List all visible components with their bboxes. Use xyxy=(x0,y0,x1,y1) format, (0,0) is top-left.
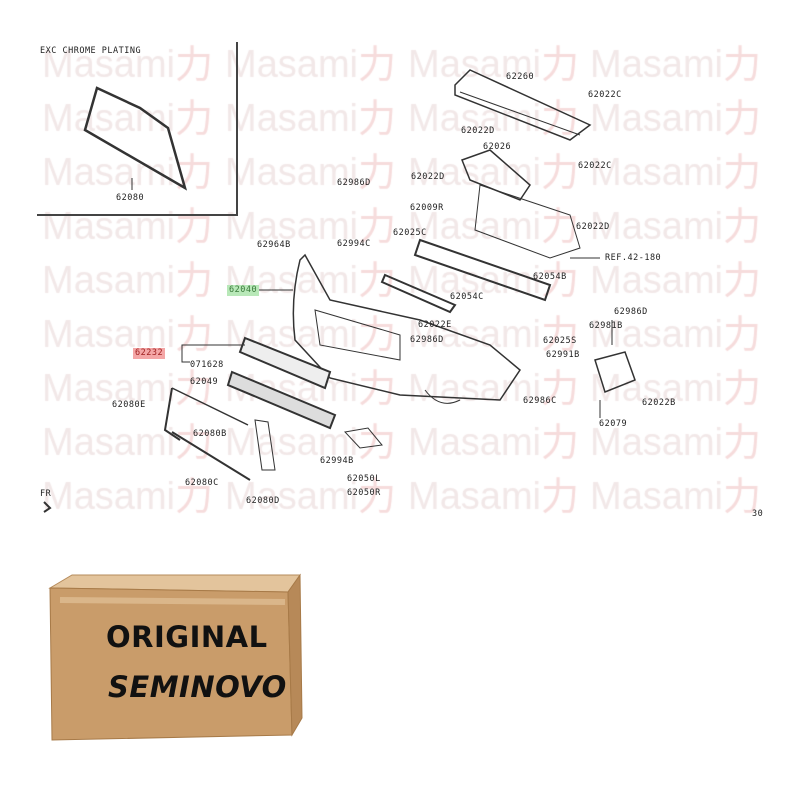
part-label: 62079 xyxy=(599,419,628,429)
part-label: 62022D xyxy=(576,222,610,232)
part-label: 62080D xyxy=(246,496,280,506)
part-label: 62080B xyxy=(193,429,227,439)
molding-e-part xyxy=(163,387,181,441)
part-label: 62991B xyxy=(546,350,580,360)
part-label: 62054B xyxy=(533,272,567,282)
part-label: 62964B xyxy=(257,240,291,250)
fr-arrow-icon xyxy=(43,501,52,513)
part-label: 62994B xyxy=(320,456,354,466)
part-label-highlighted: 62232 xyxy=(133,348,166,359)
part-label-highlighted: 62040 xyxy=(227,285,260,296)
lower-grille-part xyxy=(238,336,332,390)
bumper-part xyxy=(292,253,521,401)
part-label: 62022E xyxy=(418,320,452,330)
part-label: 62986C xyxy=(523,396,557,406)
support-panel-part xyxy=(474,184,581,259)
part-label: 62022C xyxy=(588,90,622,100)
part-label: 62986D xyxy=(337,178,371,188)
molding-d-part xyxy=(254,419,276,471)
page-number: 30 xyxy=(752,509,764,519)
part-label: 62022D xyxy=(461,126,495,136)
ref-label: REF.42-180 xyxy=(605,253,662,263)
part-label: 62049 xyxy=(190,377,219,387)
part-label: 62050L xyxy=(347,474,381,484)
grille-insert-part xyxy=(226,370,337,430)
part-label: 62022D xyxy=(411,172,445,182)
grille-frame-part xyxy=(83,86,188,191)
part-label: 62054C xyxy=(450,292,484,302)
part-label: 62050R xyxy=(347,488,381,498)
inset-title: EXC CHROME PLATING xyxy=(40,46,142,56)
upper-cover-part xyxy=(454,69,592,141)
part-label: 62986D xyxy=(614,307,648,317)
bracket-part xyxy=(461,149,531,201)
fog-cover-part xyxy=(344,427,383,449)
part-label: 62022B xyxy=(642,398,676,408)
part-label: 62986D xyxy=(410,335,444,345)
part-label: 62022C xyxy=(578,161,612,171)
part-label: 62009R xyxy=(410,203,444,213)
fender-bracket-part xyxy=(594,351,636,393)
box-label-original: ORIGINAL xyxy=(106,620,268,654)
molding-c-part xyxy=(171,431,251,481)
part-label: 62080C xyxy=(185,478,219,488)
part-label: 62994C xyxy=(337,239,371,249)
watermark-layer xyxy=(0,0,800,540)
part-label: 62080E xyxy=(112,400,146,410)
inset-frame xyxy=(37,42,238,216)
part-label: 62981B xyxy=(589,321,623,331)
absorber-part xyxy=(380,273,457,314)
part-label: 62025S xyxy=(543,336,577,346)
part-label: 62260 xyxy=(506,72,535,82)
box-label-seminovo: SEMINOVO xyxy=(108,670,287,704)
part-label: 62025C xyxy=(393,228,427,238)
front-direction-label: FR xyxy=(40,489,52,499)
part-label: 62080 xyxy=(116,193,145,203)
part-label: 071628 xyxy=(190,360,224,370)
part-label: 62026 xyxy=(483,142,512,152)
reinforcement-part xyxy=(413,238,552,302)
